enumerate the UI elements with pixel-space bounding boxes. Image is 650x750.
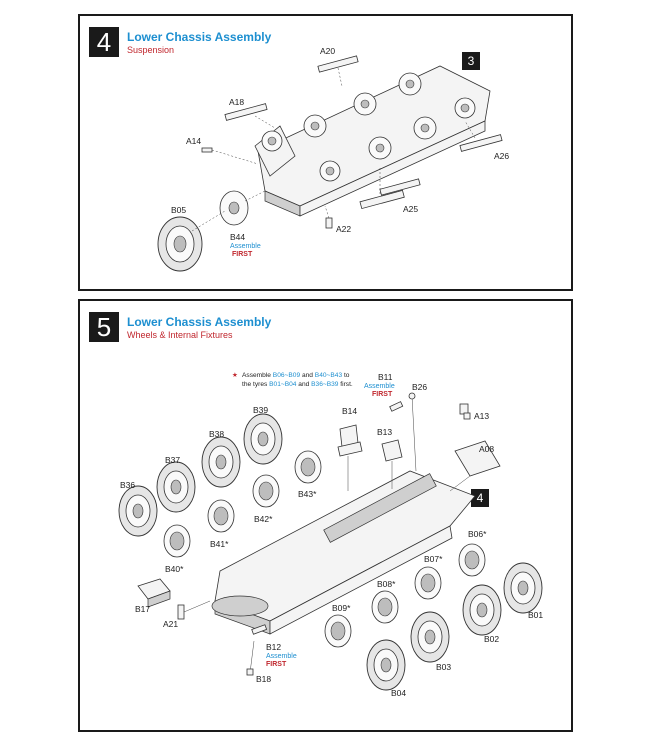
label-a26: A26 xyxy=(494,151,509,161)
label-b05: B05 xyxy=(171,205,186,215)
reference-step-badge: 4 xyxy=(471,489,489,507)
step-title: Lower Chassis Assembly xyxy=(127,315,272,329)
assemble-label: Assemble xyxy=(364,383,395,390)
reference-step-badge: 3 xyxy=(462,52,480,70)
label-b03: B03 xyxy=(436,662,451,672)
label-b38: B38 xyxy=(209,429,224,439)
note-star: ★ xyxy=(232,371,238,379)
label-b42: B42* xyxy=(254,514,273,524)
label-a20: A20 xyxy=(320,46,335,56)
label-b02: B02 xyxy=(484,634,499,644)
label-b09: B09* xyxy=(332,603,351,613)
tyre-b02 xyxy=(462,584,502,636)
label-b26: B26 xyxy=(412,382,427,392)
assemble-label: Assemble xyxy=(230,243,261,250)
leaf-spring-a18 xyxy=(224,103,276,129)
label-b01: B01 xyxy=(528,610,543,620)
label-b18: B18 xyxy=(256,674,271,684)
tyre-b03 xyxy=(410,611,450,663)
leaf-spring-a26 xyxy=(459,120,503,152)
pin-a22 xyxy=(324,205,333,229)
label-a25: A25 xyxy=(403,204,418,214)
label-a13: A13 xyxy=(474,411,489,421)
box-b17 xyxy=(137,578,171,608)
label-a08: A08 xyxy=(479,444,494,454)
handle-b12 xyxy=(251,624,268,635)
hub-ring-b07 xyxy=(414,566,442,600)
pin-a14 xyxy=(201,147,259,165)
label-b07: B07* xyxy=(424,554,443,564)
lower-chassis-hull xyxy=(254,65,491,217)
step-4-panel: 4 Lower Chassis Assembly Suspension 3 xyxy=(78,14,573,291)
lower-chassis-hull xyxy=(211,470,476,635)
suspension-arms xyxy=(261,72,476,182)
label-b17: B17 xyxy=(135,604,150,614)
label-b06: B06* xyxy=(468,529,487,539)
tyre-b37 xyxy=(156,461,196,513)
fixture-a13 xyxy=(459,403,471,420)
seat-b14 xyxy=(337,424,363,491)
step-title: Lower Chassis Assembly xyxy=(127,30,272,44)
lever-b26 xyxy=(408,392,417,472)
seat-b13 xyxy=(381,439,403,489)
hub-ring-b43 xyxy=(294,450,322,484)
rod-b18 xyxy=(246,640,255,676)
label-b41: B41* xyxy=(210,539,229,549)
step-number: 5 xyxy=(89,312,119,342)
assemble-label: Assemble xyxy=(266,653,297,660)
hub-ring-b06 xyxy=(458,543,486,577)
step-subtitle: Wheels & Internal Fixtures xyxy=(127,330,233,340)
leaf-spring-a25 xyxy=(359,166,421,210)
step-subtitle: Suspension xyxy=(127,45,175,55)
label-a21: A21 xyxy=(163,619,178,629)
hatch-a08 xyxy=(449,440,501,492)
first-label: FIRST xyxy=(266,661,287,668)
label-b43: B43* xyxy=(298,489,317,499)
tyre-b39 xyxy=(243,413,283,465)
hub-ring-b08 xyxy=(371,590,399,624)
hub-ring-b40 xyxy=(163,524,191,558)
hub-b44 xyxy=(191,190,266,232)
label-b11: B11 xyxy=(378,372,393,382)
hub-ring-b09 xyxy=(324,614,352,648)
label-b40: B40* xyxy=(165,564,184,574)
label-a14: A14 xyxy=(186,136,201,146)
bracket-b11 xyxy=(389,401,404,412)
hub-ring-b42 xyxy=(252,474,280,508)
label-b13: B13 xyxy=(377,427,392,437)
tyre-b36 xyxy=(118,485,158,537)
tyre-b04 xyxy=(366,639,406,691)
bracket-a21 xyxy=(177,600,211,620)
note-line-2: the tyres B01~B04 and B36~B39 first. xyxy=(242,381,353,388)
note-line-1: Assemble B06~B09 and B40~B43 to xyxy=(242,372,350,379)
hub-ring-b41 xyxy=(207,499,235,533)
wheel-b05 xyxy=(157,216,203,272)
assembly-note: ★ Assemble B06~B09 and B40~B43 to the ty… xyxy=(232,371,353,388)
label-b37: B37 xyxy=(165,455,180,465)
label-b08: B08* xyxy=(377,579,396,589)
step-number: 4 xyxy=(89,27,119,57)
tyre-b38 xyxy=(201,436,241,488)
label-b36: B36 xyxy=(120,480,135,490)
leaf-spring-a20 xyxy=(317,55,359,87)
label-b14: B14 xyxy=(342,406,357,416)
tyre-b01 xyxy=(503,562,543,614)
label-b04: B04 xyxy=(391,688,406,698)
step-5-panel: 5 Lower Chassis Assembly Wheels & Intern… xyxy=(78,299,573,732)
label-b44: B44 xyxy=(230,232,245,242)
suspension-diagram: A20 A18 A14 A26 A25 A22 B05 B44 Assemble… xyxy=(157,46,509,272)
label-b12: B12 xyxy=(266,642,281,652)
label-a22: A22 xyxy=(336,224,351,234)
wheels-diagram: ★ Assemble B06~B09 and B40~B43 to the ty… xyxy=(118,371,543,698)
label-b39: B39 xyxy=(253,405,268,415)
label-a18: A18 xyxy=(229,97,244,107)
first-label: FIRST xyxy=(372,391,393,398)
first-label: FIRST xyxy=(232,251,253,258)
